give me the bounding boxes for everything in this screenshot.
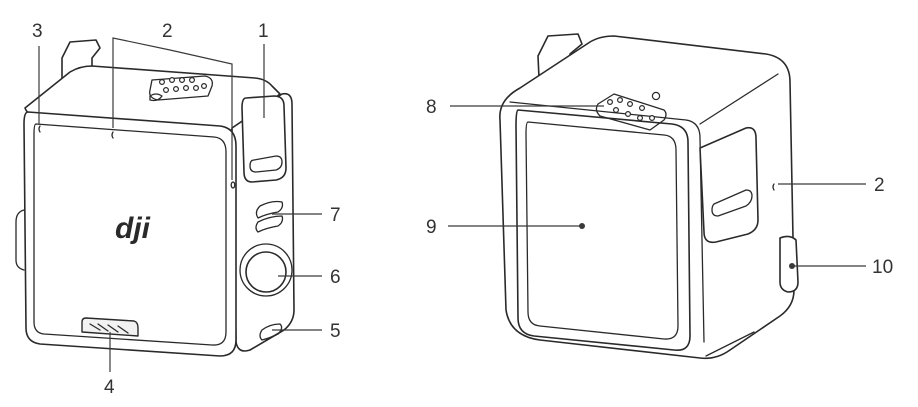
- callout-10: 10: [872, 257, 893, 278]
- dji-logo: dji: [115, 212, 151, 245]
- left-callouts: 3 2 1 7 6 5 4: [32, 21, 341, 398]
- main-button: [245, 251, 287, 293]
- case-bottom-edge: [705, 331, 755, 357]
- callout-5: 5: [330, 321, 341, 342]
- right-callouts: 8 2 9 10: [426, 97, 893, 278]
- front-face: [23, 111, 237, 357]
- main-button-ring: [239, 243, 293, 297]
- case-mic-hole: [772, 183, 775, 191]
- case-pogo-connector: [595, 91, 667, 131]
- callout-1: 1: [258, 21, 269, 42]
- leader-2-right: [169, 49, 233, 180]
- usb-port: [259, 323, 283, 341]
- mic-hole-side: [230, 181, 236, 189]
- mic-hole-left: [38, 125, 41, 133]
- callout-9: 9: [426, 217, 437, 238]
- lens-window: [525, 121, 679, 340]
- callout-8: 8: [426, 97, 437, 118]
- callout-7: 7: [330, 205, 341, 226]
- case-clip: [699, 126, 759, 244]
- leader-2-left: [112, 37, 171, 128]
- case-frame-edge: [509, 101, 705, 343]
- button-7-lower: [255, 215, 284, 233]
- charging-port-pins: [89, 323, 129, 334]
- callout-3: 3: [32, 21, 43, 42]
- pogo-pin-connector: [149, 75, 213, 102]
- case-clip-slot: [711, 189, 753, 217]
- left-device: dji: [15, 39, 295, 357]
- case-side-button: [779, 235, 799, 293]
- leader-9-dot: [579, 223, 585, 229]
- case-top-edge: [699, 73, 779, 125]
- callout-6: 6: [330, 267, 341, 288]
- left-edge-bump: [15, 209, 25, 271]
- clip-slot: [249, 155, 283, 173]
- button-7-upper: [255, 200, 284, 219]
- lens-window-frame: [515, 109, 691, 352]
- front-panel: [33, 123, 227, 346]
- callout-4: 4: [104, 377, 115, 398]
- callout-2: 2: [162, 21, 173, 42]
- leader-10-dot: [789, 263, 795, 269]
- right-device: [499, 33, 799, 360]
- callout-2b: 2: [874, 175, 885, 196]
- mic-hole-front: [111, 131, 114, 139]
